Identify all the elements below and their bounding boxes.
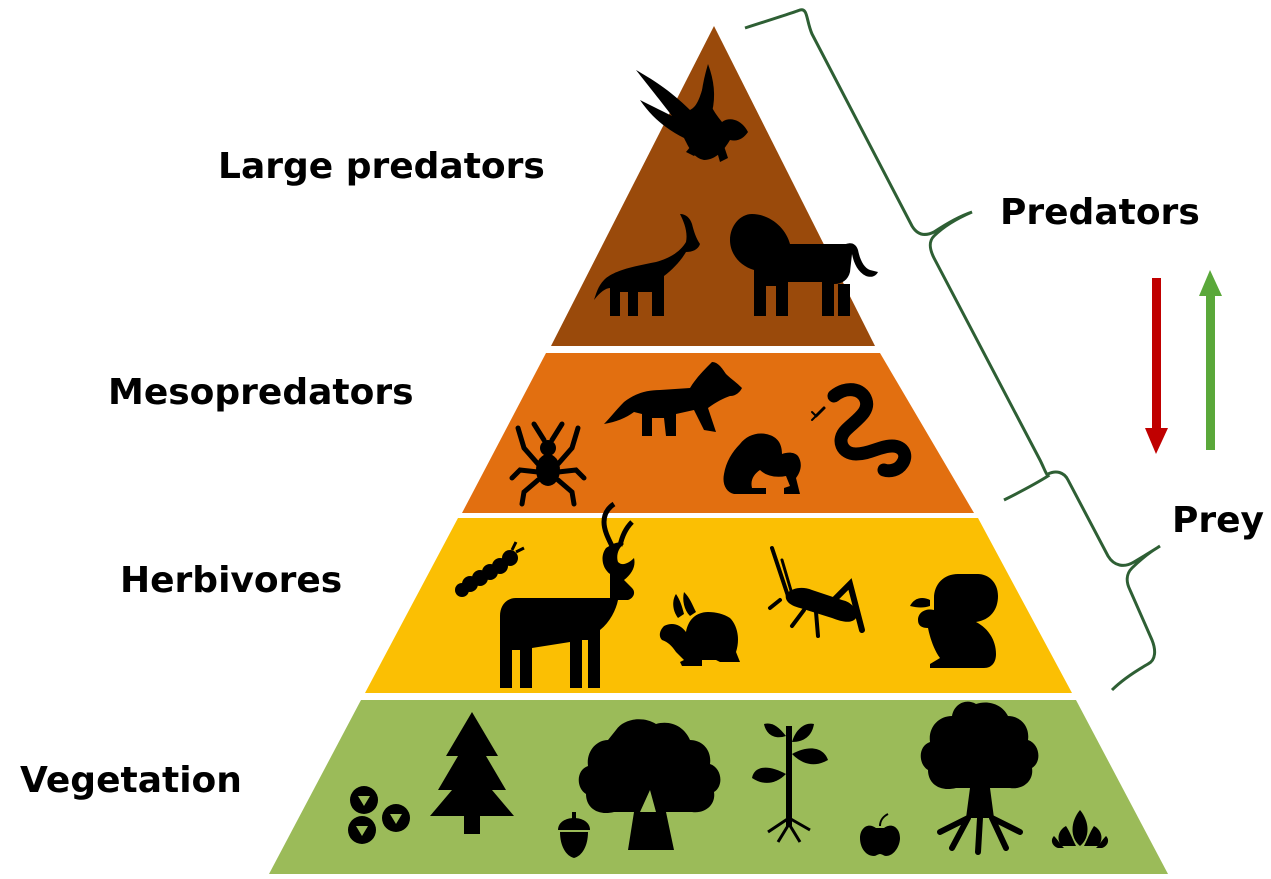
label-large-predators: Large predators bbox=[218, 146, 545, 187]
label-vegetation: Vegetation bbox=[20, 760, 242, 801]
up-arrow bbox=[1199, 270, 1222, 450]
rooted-tree-icon bbox=[920, 701, 1039, 855]
label-prey: Prey bbox=[1172, 500, 1265, 541]
lion-icon bbox=[730, 214, 878, 316]
squirrel-icon bbox=[910, 574, 998, 668]
label-mesopredators: Mesopredators bbox=[108, 372, 414, 413]
eagle-icon bbox=[636, 64, 748, 162]
tier-herbivores bbox=[365, 518, 1072, 693]
seedling-icon bbox=[752, 723, 828, 843]
wolf-icon bbox=[594, 214, 700, 316]
acorn-icon bbox=[558, 812, 590, 858]
down-arrow bbox=[1145, 278, 1168, 454]
snake-icon bbox=[811, 383, 912, 478]
rabbit-icon bbox=[659, 592, 740, 666]
caterpillar-icon bbox=[455, 541, 525, 597]
grasshopper-icon bbox=[768, 546, 865, 638]
label-predators: Predators bbox=[1000, 192, 1200, 233]
lotus-icon bbox=[1051, 810, 1109, 848]
spider-icon bbox=[509, 421, 587, 507]
predators-bracket bbox=[744, 8, 1051, 502]
berries-icon bbox=[348, 786, 410, 844]
fox-icon bbox=[604, 362, 742, 436]
frog-icon bbox=[723, 433, 801, 494]
deer-icon bbox=[500, 501, 635, 688]
oak-tree-icon bbox=[578, 719, 721, 850]
pine-tree-icon bbox=[430, 712, 514, 834]
prey-bracket bbox=[1047, 470, 1161, 692]
label-herbivores: Herbivores bbox=[120, 560, 343, 601]
apple-icon bbox=[860, 813, 900, 856]
